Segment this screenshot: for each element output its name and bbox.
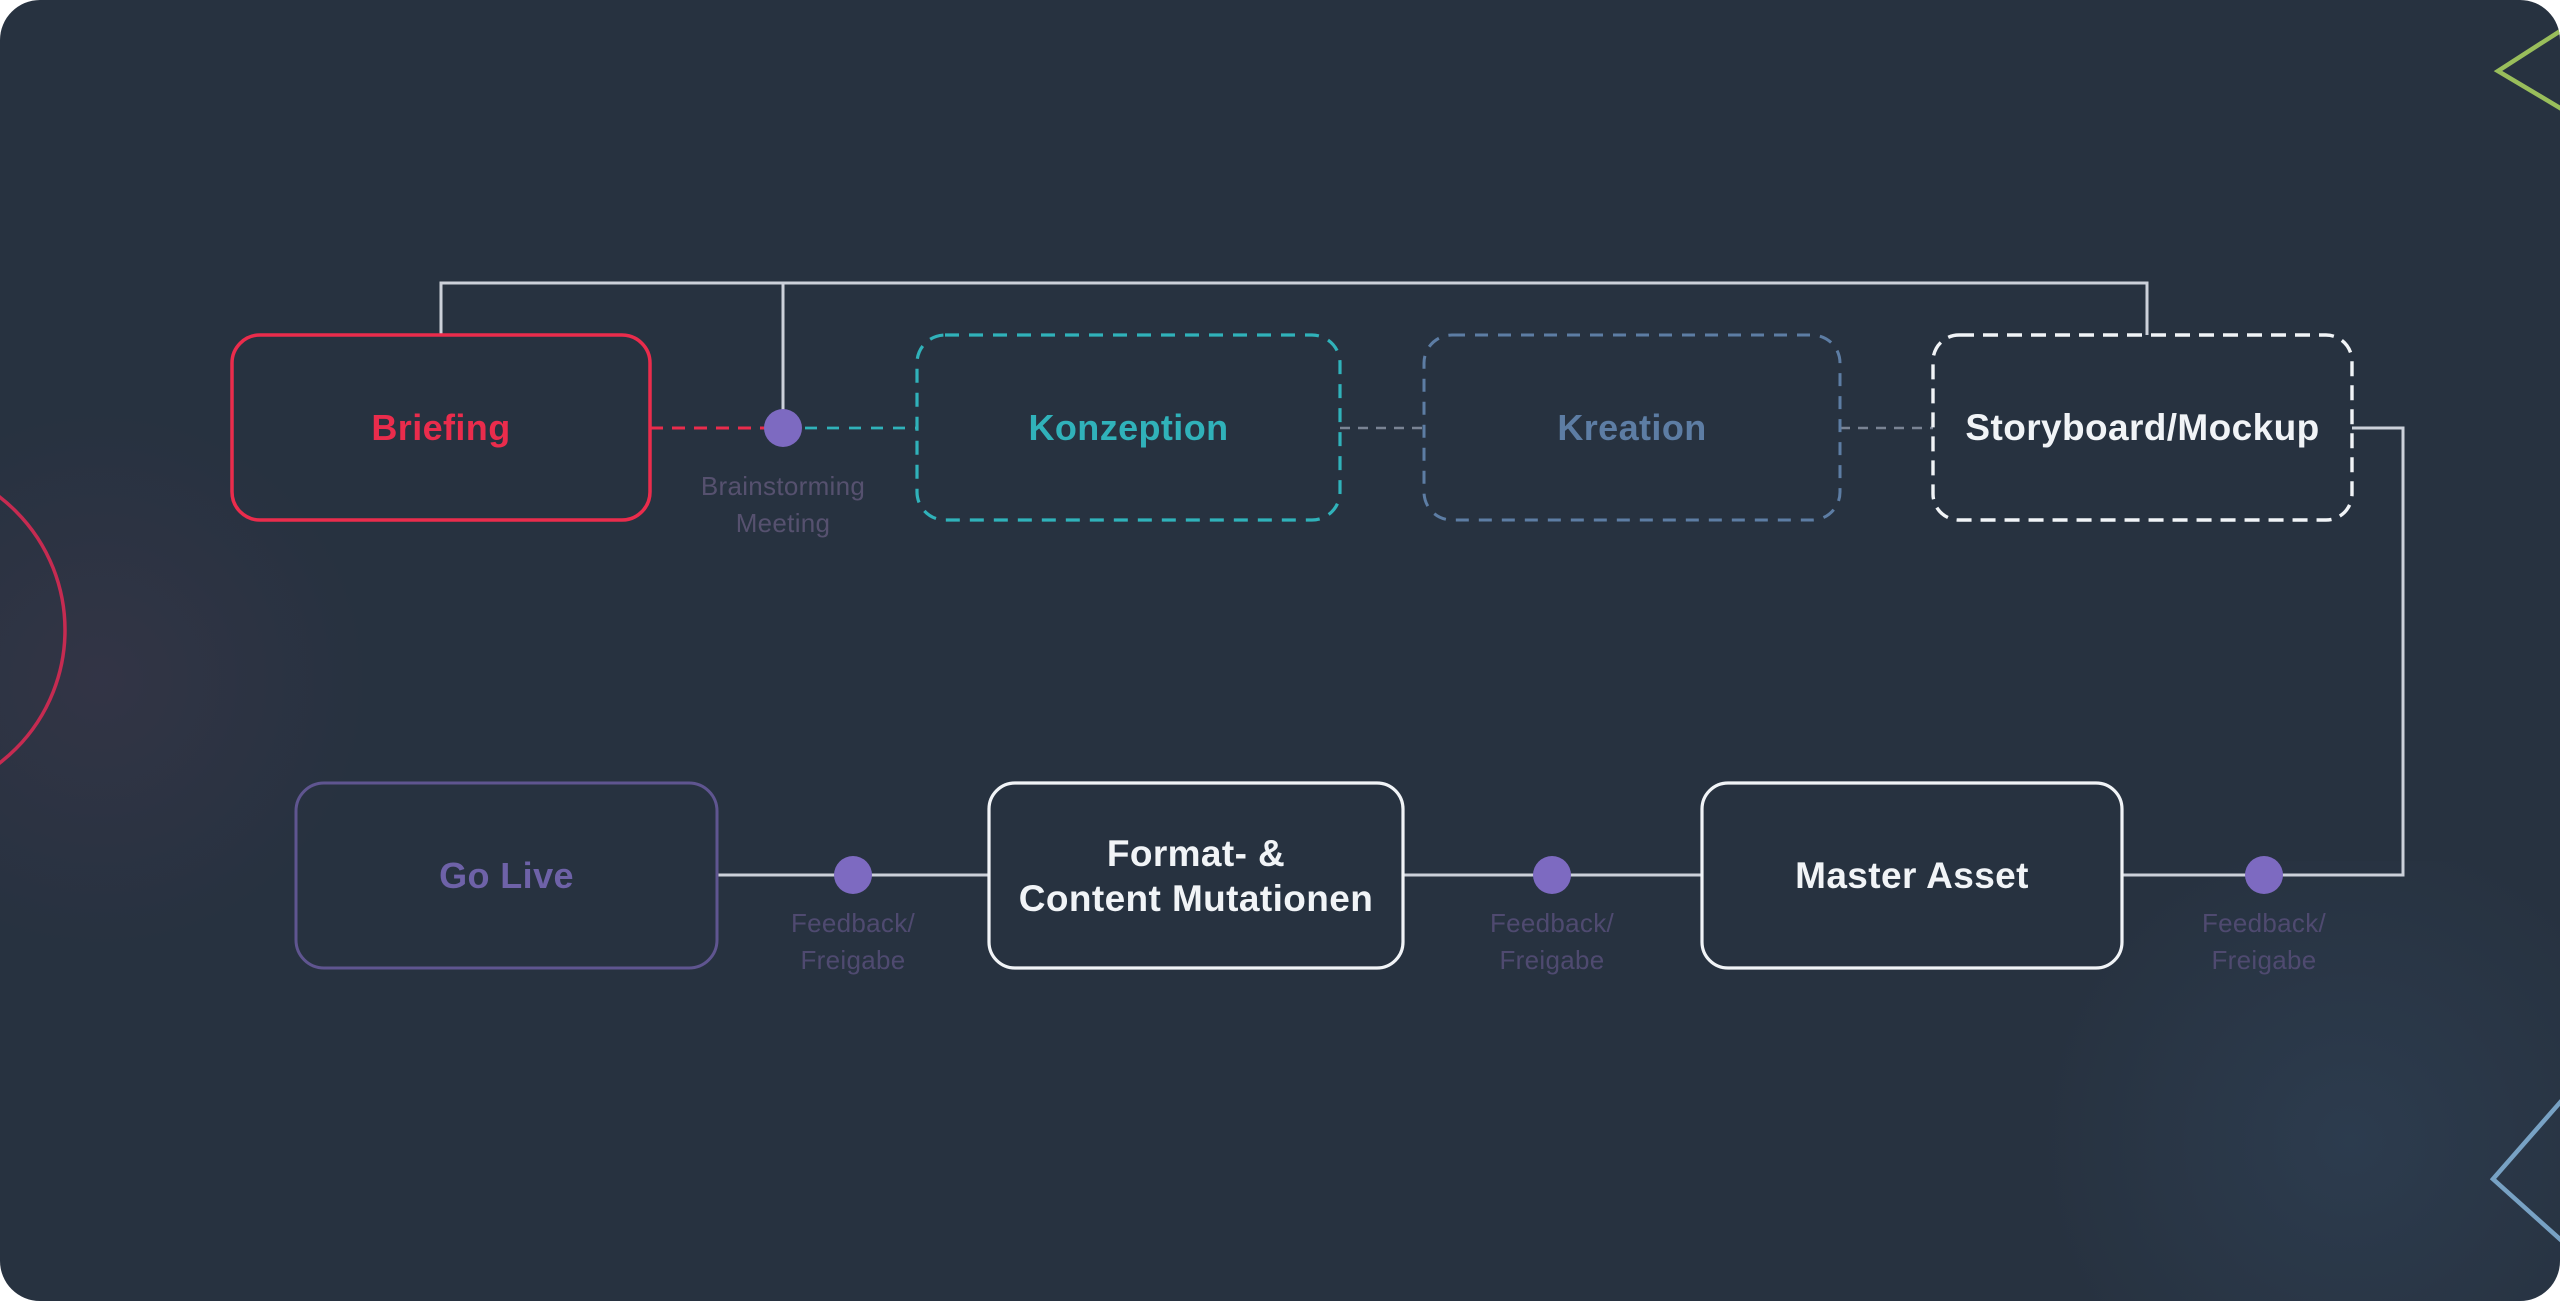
node-master-asset-label: Master Asset xyxy=(1795,855,2029,896)
feedback-freigabe-label-golive: Feedback/ Freigabe xyxy=(791,905,915,979)
feedback-freigabe-dot-format xyxy=(1533,856,1571,894)
brainstorming-label-line1: Brainstorming xyxy=(700,471,866,501)
node-go-live-label: Go Live xyxy=(439,855,574,896)
feedback-golive-line2: Freigabe xyxy=(800,945,906,975)
feedback-freigabe-label-storyboard: Feedback/ Freigabe xyxy=(2202,905,2326,979)
feedback-golive-line1: Feedback/ xyxy=(790,908,916,938)
node-briefing-box xyxy=(230,333,652,522)
blue-triangle-decoration xyxy=(2489,1099,2560,1243)
node-konzeption-label: Konzeption xyxy=(1028,407,1229,448)
red-circle-decoration xyxy=(0,495,67,765)
node-format-content-mutationen-box xyxy=(987,781,1405,970)
feedback-freigabe-dot-golive xyxy=(834,856,872,894)
feedback-storyboard-line2: Freigabe xyxy=(2211,945,2317,975)
node-format-content-mutationen-label: Format- & Content Mutationen xyxy=(989,783,1403,968)
brainstorming-label-line2: Meeting xyxy=(735,508,831,538)
feedback-storyboard-line1: Feedback/ xyxy=(2201,908,2327,938)
feedback-format-line1: Feedback/ xyxy=(1489,908,1615,938)
node-kreation-box xyxy=(1422,333,1842,522)
node-master-asset-box xyxy=(1700,781,2124,970)
node-kreation-label: Kreation xyxy=(1557,407,1707,448)
top-loop-connector xyxy=(439,281,2149,335)
node-konzeption-box xyxy=(915,333,1342,522)
format-label-line1: Format- & xyxy=(1106,832,1286,874)
brainstorming-meeting-label: Brainstorming Meeting xyxy=(701,468,865,542)
node-briefing-label: Briefing xyxy=(371,407,511,448)
brainstorming-meeting-dot xyxy=(764,409,802,447)
node-go-live-box xyxy=(294,781,719,970)
feedback-format-line2: Freigabe xyxy=(1499,945,1605,975)
format-label-line2: Content Mutationen xyxy=(1018,877,1374,919)
green-triangle-decoration xyxy=(2493,28,2560,111)
node-storyboard-mockup-label: Storyboard/Mockup xyxy=(1965,407,2320,448)
feedback-freigabe-dot-storyboard xyxy=(2245,856,2283,894)
feedback-freigabe-label-format: Feedback/ Freigabe xyxy=(1490,905,1614,979)
